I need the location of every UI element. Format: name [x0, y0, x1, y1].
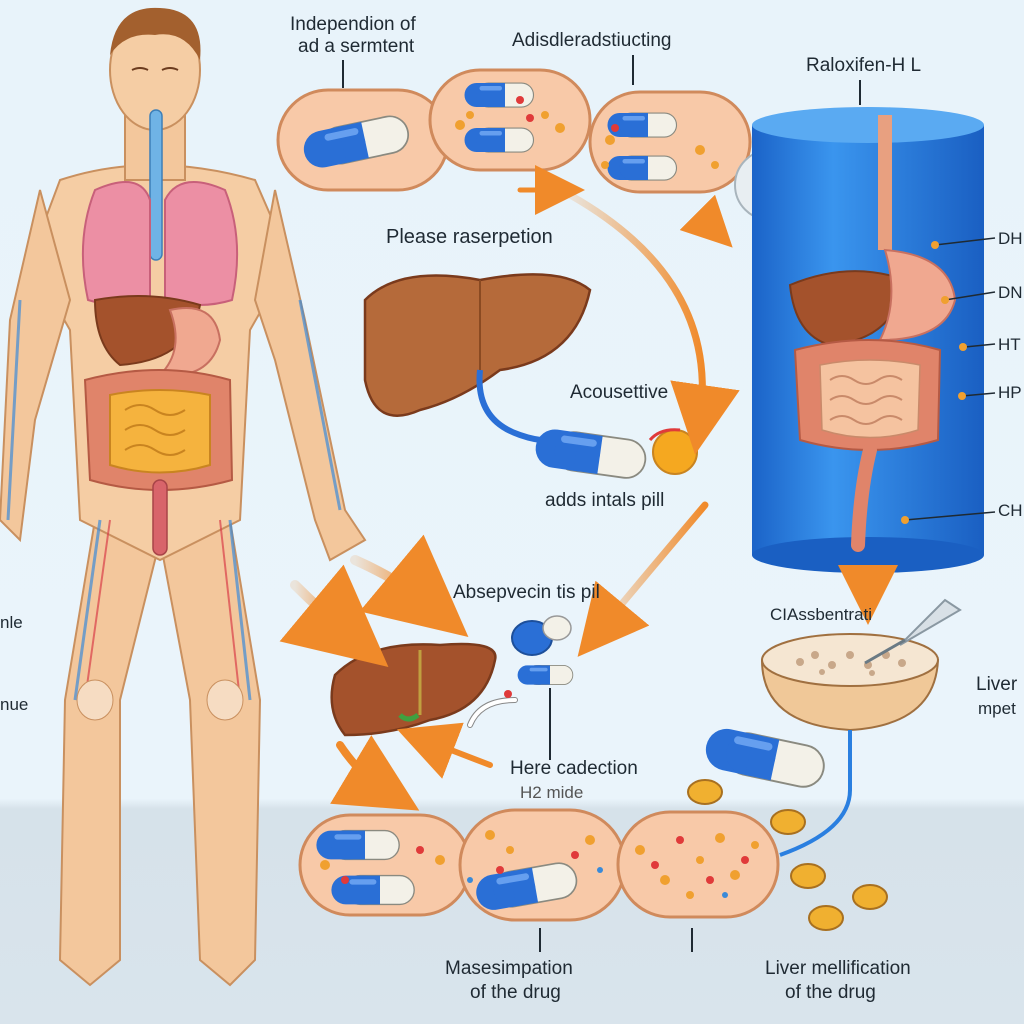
label-liver-right-1: Liver — [976, 674, 1018, 695]
human-body-figure — [0, 7, 367, 987]
label-bottom-left-2: of the drug — [470, 982, 561, 1003]
label-h2-mide: H2 mide — [520, 783, 584, 802]
label-right-edge-3: HT — [998, 335, 1021, 354]
label-bottom-right-1: Liver mellification — [765, 958, 911, 979]
label-bottom-left-1: Masesimpation — [445, 958, 573, 979]
label-middle-title: Please raserpetion — [386, 226, 553, 248]
label-bottom-right-2: of the drug — [785, 982, 876, 1003]
bottom-leader-lines — [539, 928, 693, 952]
label-liver-right-2: mpet — [978, 699, 1016, 718]
label-lower-title: Absepvecin tis pil — [453, 582, 600, 603]
bowl-illustration — [760, 598, 962, 857]
loose-pills — [687, 724, 888, 931]
label-right-edge-5: CH — [998, 501, 1023, 520]
flow-arrows — [279, 165, 898, 811]
label-right-edge-1: DH — [998, 229, 1023, 248]
label-left-edge-2: nue — [0, 695, 29, 714]
label-top-left-line1: Independion of — [290, 14, 416, 35]
liver-with-pill — [363, 273, 698, 482]
top-leader-lines — [342, 55, 861, 105]
label-left-edge-1: nle — [0, 613, 23, 632]
label-top-left-line2: ad a sermtent — [298, 36, 415, 57]
digestive-cylinder — [752, 107, 996, 573]
bottom-bubble-row — [298, 808, 780, 922]
label-top-middle: Adisdleradstiucting — [512, 30, 672, 51]
label-liver: Acousettive — [570, 382, 669, 403]
label-right-edge-2: DN — [998, 283, 1023, 302]
lower-liver — [330, 615, 574, 737]
label-right-edge-4: HP — [998, 383, 1022, 402]
label-cadection: Here cadection — [510, 758, 638, 779]
label-bowl: CIAssbentrati — [770, 605, 873, 624]
label-top-right: Raloxifen-H L — [806, 55, 922, 76]
label-pill: adds intals pill — [545, 490, 665, 511]
